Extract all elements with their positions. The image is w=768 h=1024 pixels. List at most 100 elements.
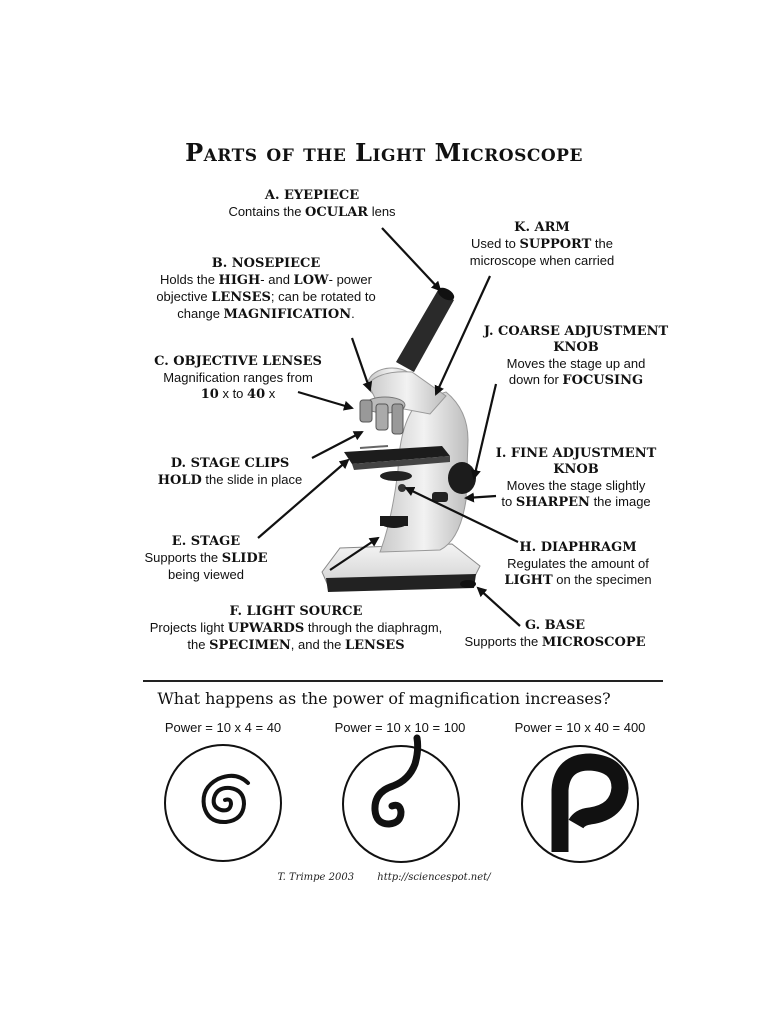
coarse-text: down for <box>508 372 563 387</box>
coarse-heading-2: KNOB <box>553 340 599 355</box>
coarse-desc: Moves the stage up and <box>506 356 646 371</box>
magnification-question: What happens as the power of magnificati… <box>157 689 611 708</box>
microscope-illustration <box>321 287 481 592</box>
light-source-keyword: LENSES <box>344 638 405 653</box>
nosepiece-keyword: LOW <box>293 273 329 288</box>
fine-desc: to SHARPEN the image <box>486 494 666 511</box>
nosepiece-text: - power <box>328 272 372 287</box>
arrow-stage <box>257 458 350 539</box>
nosepiece-text: . <box>351 306 355 321</box>
label-nosepiece: B. NOSEPIECE Holds the HIGH- and LOW- po… <box>146 256 386 323</box>
arm-desc: Used to SUPPORT the <box>452 236 632 253</box>
arrow-eyepiece <box>381 227 442 292</box>
light-source-desc: Projects light UPWARDS through the diaph… <box>136 620 456 637</box>
label-arm: K. ARM Used to SUPPORT the microscope wh… <box>452 220 632 269</box>
stage-desc: Supports the SLIDE <box>126 550 286 567</box>
label-fine-knob: I. FINE ADJUSTMENT KNOB Moves the stage … <box>486 446 666 511</box>
nosepiece-heading: B. NOSEPIECE <box>211 256 321 271</box>
label-objective-lenses: C. OBJECTIVE LENSES Magnification ranges… <box>148 354 328 403</box>
specimen-400x <box>551 753 629 852</box>
light-source-keyword: UPWARDS <box>227 621 305 636</box>
base-text: Supports the <box>464 634 542 649</box>
base-keyword: MICROSCOPE <box>541 635 646 650</box>
arrow-diaphragm <box>404 486 519 543</box>
objective-desc: 10 x to 40 x <box>148 386 328 403</box>
view-circle-100 <box>342 734 460 863</box>
coarse-keyword: FOCUSING <box>562 373 644 388</box>
stage-text: Supports the <box>144 550 222 565</box>
credit-author: T. Trimpe 2003 <box>277 872 355 883</box>
objective-keyword: 10 <box>200 387 219 402</box>
coarse-heading: J. COARSE ADJUSTMENT <box>483 324 669 339</box>
power-label-400: Power = 10 x 40 = 400 <box>514 720 646 735</box>
section-divider <box>143 680 663 682</box>
diaphragm-keyword: LIGHT <box>504 573 553 588</box>
fine-desc: Moves the stage slightly <box>506 478 646 493</box>
objective-desc: Magnification ranges from <box>163 370 313 385</box>
diaphragm-heading: H. DIAPHRAGM <box>519 540 637 555</box>
light-source-text: Projects light <box>149 620 228 635</box>
diaphragm-desc: LIGHT on the specimen <box>488 572 668 589</box>
coarse-desc: down for FOCUSING <box>476 372 676 389</box>
nosepiece-text: change <box>177 306 224 321</box>
power-label-40: Power = 10 x 4 = 40 <box>164 720 282 735</box>
light-source-keyword: SPECIMEN <box>209 638 291 653</box>
arrow-base <box>476 586 521 627</box>
light-source-heading: F. LIGHT SOURCE <box>229 604 363 619</box>
specimen-40x <box>201 773 250 825</box>
stage-heading: E. STAGE <box>171 534 241 549</box>
page-title: Parts of the Light Microscope <box>185 138 583 167</box>
light-source-text: the <box>187 637 210 652</box>
label-eyepiece: A. EYEPIECE Contains the OCULAR lens <box>222 188 402 221</box>
nosepiece-text: Holds the <box>160 272 219 287</box>
stage-keyword: SLIDE <box>221 551 268 566</box>
arrow-stage-clips <box>311 431 364 459</box>
light-source-desc: the SPECIMEN, and the LENSES <box>136 637 456 654</box>
fine-text: the image <box>589 494 651 509</box>
nosepiece-desc: Holds the HIGH- and LOW- power <box>146 272 386 289</box>
label-diaphragm: H. DIAPHRAGM Regulates the amount of LIG… <box>488 540 668 589</box>
nosepiece-keyword: LENSES <box>211 290 271 305</box>
diaphragm-text: on the specimen <box>552 572 652 587</box>
arrow-arm <box>434 275 492 396</box>
objective-text: x to <box>218 386 248 401</box>
label-stage-clips: D. STAGE CLIPS HOLD the slide in place <box>140 456 320 489</box>
nosepiece-desc: change MAGNIFICATION. <box>146 306 386 323</box>
arm-keyword: SUPPORT <box>519 237 592 252</box>
arrow-coarse-knob <box>470 383 498 480</box>
fine-heading: I. FINE ADJUSTMENT <box>495 446 657 461</box>
arm-text: the <box>591 236 613 251</box>
stage-clips-text: the slide in place <box>201 472 303 487</box>
stage-desc: being viewed <box>168 567 244 582</box>
nosepiece-text: - and <box>260 272 294 287</box>
light-source-text: , and the <box>290 637 345 652</box>
arrow-nosepiece <box>350 337 373 392</box>
nosepiece-keyword: MAGNIFICATION <box>223 307 352 322</box>
view-circle-40 <box>164 744 282 862</box>
credit-line: T. Trimpe 2003 http://sciencespot.net/ <box>0 872 768 883</box>
power-label-100: Power = 10 x 10 = 100 <box>334 720 466 735</box>
objective-heading: C. OBJECTIVE LENSES <box>154 354 322 369</box>
objective-text: x <box>265 386 276 401</box>
view-circle-400 <box>521 745 639 863</box>
stage-clips-desc: HOLD the slide in place <box>140 472 320 489</box>
label-stage: E. STAGE Supports the SLIDE being viewed <box>126 534 286 583</box>
credit-url[interactable]: http://sciencespot.net/ <box>377 872 491 883</box>
stage-clips-keyword: HOLD <box>157 473 202 488</box>
label-base: G. BASE Supports the MICROSCOPE <box>462 618 648 651</box>
nosepiece-text: ; can be rotated to <box>270 289 376 304</box>
arm-text: Used to <box>471 236 520 251</box>
stage-clips-heading: D. STAGE CLIPS <box>170 456 290 471</box>
label-light-source: F. LIGHT SOURCE Projects light UPWARDS t… <box>136 604 456 654</box>
arm-desc: microscope when carried <box>469 253 615 268</box>
nosepiece-keyword: HIGH <box>218 273 261 288</box>
eyepiece-keyword: OCULAR <box>305 205 369 220</box>
arm-heading: K. ARM <box>514 220 570 235</box>
objective-keyword: 40 <box>247 387 266 402</box>
base-heading: G. BASE <box>524 618 586 633</box>
light-source-text: through the diaphragm, <box>304 620 443 635</box>
leader-arrows <box>257 227 521 627</box>
